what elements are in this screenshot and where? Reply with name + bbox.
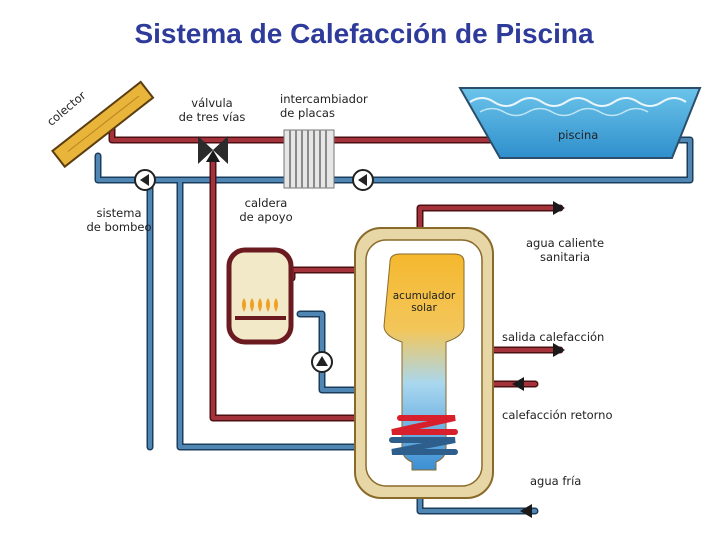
label-backup-boiler: caldera de apoyo <box>239 196 293 224</box>
arrow-hot-water-out <box>553 201 565 215</box>
label-three-way-valve: válvula de tres vías <box>178 96 246 124</box>
pump-main <box>134 169 156 191</box>
solar-collector <box>51 80 155 169</box>
hot-pipes <box>108 124 564 422</box>
cold-coil <box>389 437 458 455</box>
label-hot-water: agua caliente sanitaria <box>525 236 605 264</box>
pump-exchanger <box>352 169 374 191</box>
label-cold-water: agua fría <box>530 474 582 488</box>
arrow-cold-water-in <box>520 504 532 518</box>
diagram-title: Sistema de Calefacción de Piscina <box>134 18 594 49</box>
pump-boiler <box>311 351 333 373</box>
label-solar-accumulator: acumulador solar <box>392 290 456 314</box>
label-heating-out: salida calefacción <box>502 330 605 344</box>
label-plate-exchanger: intercambiador de placas <box>280 92 368 120</box>
flow-arrows <box>206 150 565 518</box>
arrow-heating-return <box>512 377 524 391</box>
plate-heat-exchanger <box>283 129 335 189</box>
three-way-valve <box>198 136 228 164</box>
backup-boiler <box>226 247 294 345</box>
label-pool: piscina <box>558 128 599 142</box>
hot-coil <box>391 415 458 435</box>
arrow-valve-up <box>206 150 220 162</box>
label-heating-return: calefacción retorno <box>502 408 613 422</box>
pool <box>458 87 702 159</box>
label-pump-system: sistema de bombeo <box>86 206 152 234</box>
flame-icon <box>242 298 278 312</box>
storage-tank <box>354 227 494 499</box>
arrow-heating-out <box>553 343 565 357</box>
